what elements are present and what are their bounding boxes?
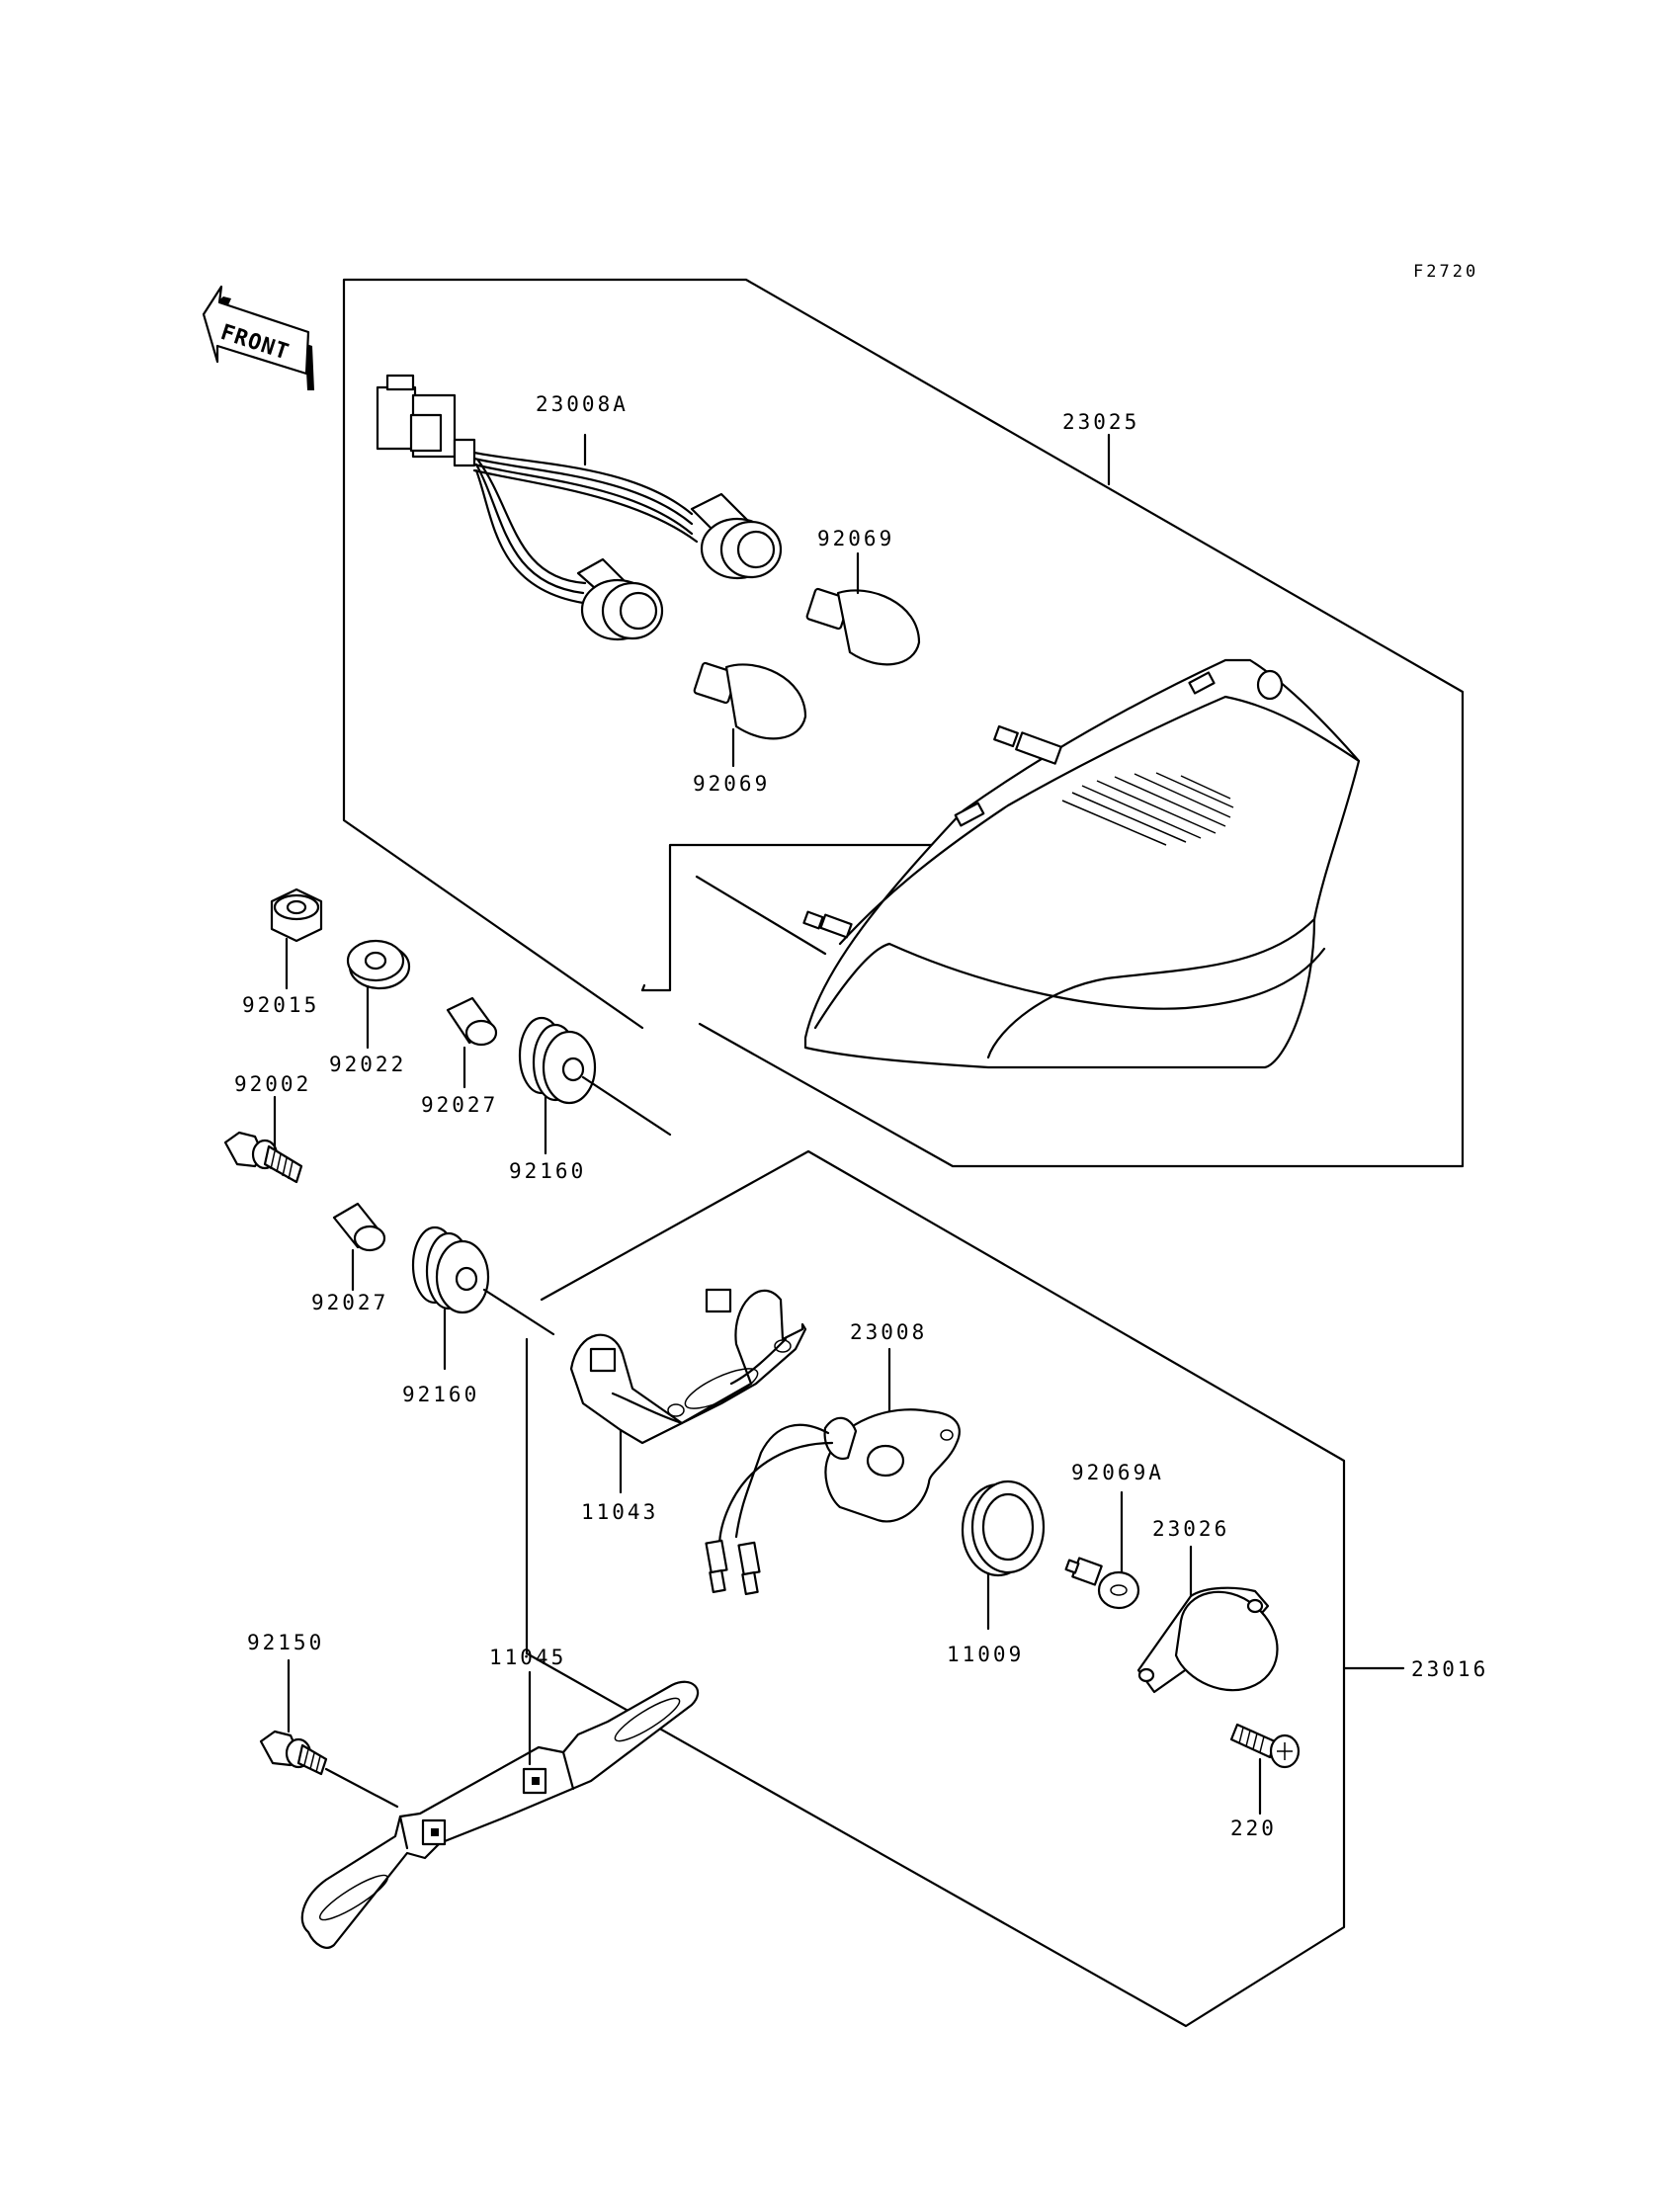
label-wiring-harness: 23008A [536, 392, 629, 416]
collar-top [446, 996, 498, 1047]
grommet-top [518, 1016, 597, 1105]
label-bolt: 92002 [234, 1072, 311, 1096]
label-bulb-bottom: 92069 [693, 772, 770, 796]
socket [705, 1408, 961, 1595]
label-license-bracket: 11045 [489, 1646, 566, 1669]
bracket [569, 1288, 807, 1445]
label-bulb-top: 92069 [817, 527, 894, 550]
tail-lamp-housing [802, 658, 1361, 1069]
label-lens-cover: 23026 [1152, 1517, 1229, 1541]
label-license-bolt: 92150 [247, 1631, 324, 1654]
bolt [223, 1131, 303, 1184]
license-bracket [300, 1680, 700, 1949]
leader-grommet-top-line [581, 1075, 672, 1137]
figure-code: F2720 [1413, 262, 1478, 282]
license-bulb [1064, 1557, 1140, 1610]
grommet-bottom [411, 1225, 490, 1314]
label-grommet-top: 92160 [509, 1159, 586, 1183]
license-bolt [259, 1730, 328, 1776]
bulb-top [805, 587, 921, 666]
label-collar-top: 92027 [421, 1093, 498, 1117]
collar-bottom [332, 1202, 386, 1252]
leader-housing-stud [695, 875, 827, 956]
lens-cover [1136, 1586, 1279, 1694]
front-arrow-icon: FRONT [202, 285, 314, 390]
leader-license-bolt-line [324, 1767, 399, 1809]
label-grommet-bottom: 92160 [402, 1383, 479, 1406]
leader-grommet-bottom-line [482, 1288, 555, 1336]
gasket [961, 1479, 1046, 1577]
bulb-bottom [693, 661, 807, 740]
washer [346, 939, 411, 990]
screw [1229, 1723, 1301, 1769]
lens-highlight [1061, 772, 1234, 846]
label-washer: 92022 [329, 1053, 406, 1076]
label-screw: 220 [1230, 1817, 1277, 1840]
nut [270, 887, 323, 943]
label-gasket: 11009 [947, 1643, 1024, 1666]
label-nut: 92015 [242, 993, 319, 1017]
label-license-lamp-assembly: 23016 [1411, 1657, 1488, 1681]
tail-lamp-group-outline [342, 278, 1465, 1168]
label-license-bulb: 92069A [1071, 1461, 1164, 1484]
label-socket: 23008 [850, 1320, 927, 1344]
wiring-harness [376, 374, 783, 641]
license-lamp-group-outline [525, 1149, 1346, 2028]
label-collar-bottom: 92027 [311, 1291, 388, 1314]
label-bracket: 11043 [581, 1500, 658, 1524]
label-tail-lamp-assembly: 23025 [1062, 410, 1139, 434]
